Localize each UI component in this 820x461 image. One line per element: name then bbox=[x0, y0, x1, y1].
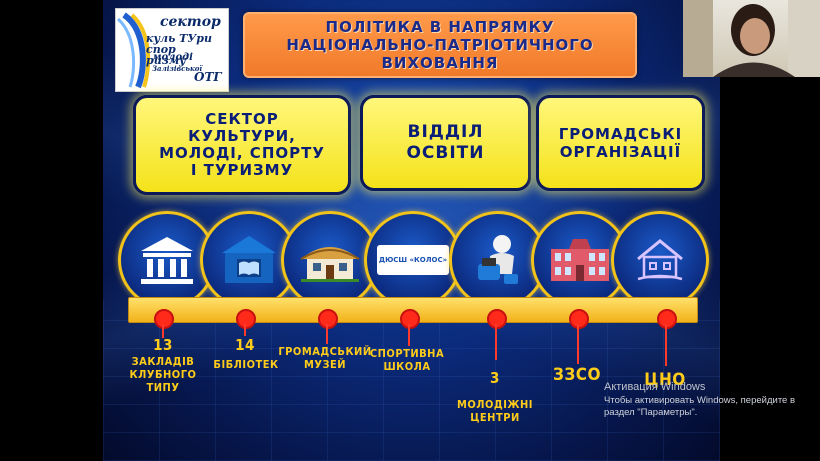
box-education-department: ВІДДІЛ ОСВІТИ bbox=[360, 95, 531, 191]
box-public-organizations: ГРОМАДСЬКІ ОРГАНІЗАЦІЇ bbox=[536, 95, 705, 191]
circle-extracurricular bbox=[611, 211, 709, 309]
windows-activation-message: Чтобы активировать Windows, перейдите в … bbox=[604, 395, 796, 418]
library-building-icon bbox=[222, 236, 276, 283]
youth-center-figure-icon bbox=[478, 235, 518, 284]
label-clubs-count: 13 bbox=[153, 336, 173, 354]
logo-line-3: молоді bbox=[152, 52, 193, 63]
house-book-icon bbox=[637, 239, 683, 281]
label-youth-centers-text: МОЛОДІЖНІ ЦЕНТРИ bbox=[457, 398, 533, 424]
timeline-connector bbox=[162, 324, 164, 338]
webcam-video-feed bbox=[683, 0, 820, 77]
circle-libraries bbox=[200, 211, 298, 309]
timeline-dot bbox=[657, 309, 677, 329]
timeline-dot bbox=[569, 309, 589, 329]
slide-title-box: ПОЛІТИКА В НАПРЯМКУ НАЦІОНАЛЬНО-ПАТРІОТИ… bbox=[243, 12, 637, 78]
logo-line-5: ОТГ bbox=[194, 70, 222, 84]
timeline-connector bbox=[665, 324, 667, 366]
windows-activation-title: Активация Windows bbox=[604, 381, 706, 393]
timeline-connector bbox=[577, 324, 579, 364]
label-sports-school-text: СПОРТИВНА ШКОЛА bbox=[369, 347, 445, 373]
sector-logo: сектор куль ТУри спор ризму молоді Заліз… bbox=[115, 8, 229, 92]
museum-hut-icon bbox=[300, 247, 360, 282]
sports-school-logo-icon: ДЮСШ «КОЛОС» bbox=[377, 245, 449, 275]
timeline-connector bbox=[495, 324, 497, 360]
timeline-connector bbox=[326, 324, 328, 344]
timeline-dot bbox=[318, 309, 338, 329]
box-culture-sector-label: СЕКТОР КУЛЬТУРИ, МОЛОДІ, СПОРТУ І ТУРИЗМ… bbox=[159, 110, 325, 179]
box-education-department-label: ВІДДІЛ ОСВІТИ bbox=[406, 122, 485, 163]
logo-line-1: сектор bbox=[160, 14, 221, 30]
circle-youth-centers bbox=[449, 211, 547, 309]
timeline-dot bbox=[154, 309, 174, 329]
timeline-connector bbox=[408, 324, 410, 346]
timeline-connector bbox=[244, 324, 246, 336]
school-building-icon bbox=[551, 239, 609, 281]
sports-school-logo-text: ДЮСШ «КОЛОС» bbox=[378, 256, 448, 264]
person-silhouette-icon bbox=[683, 0, 820, 77]
box-public-organizations-label: ГРОМАДСЬКІ ОРГАНІЗАЦІЇ bbox=[558, 125, 683, 161]
timeline-dot bbox=[487, 309, 507, 329]
columns-building-icon bbox=[141, 237, 193, 284]
label-libraries-count: 14 bbox=[235, 336, 255, 354]
logo-line-2: куль ТУри спор ризму bbox=[146, 32, 212, 67]
timeline-dot bbox=[236, 309, 256, 329]
label-youth-centers-count: 3 bbox=[490, 369, 500, 387]
circle-sports-school: ДЮСШ «КОЛОС» bbox=[364, 211, 462, 309]
box-culture-sector: СЕКТОР КУЛЬТУРИ, МОЛОДІ, СПОРТУ І ТУРИЗМ… bbox=[133, 95, 351, 195]
presentation-slide: сектор куль ТУри спор ризму молоді Заліз… bbox=[103, 0, 720, 461]
logo-line-4: Залізівської bbox=[152, 64, 203, 73]
label-clubs-text: ЗАКЛАДІВ КЛУБНОГО ТИПУ bbox=[129, 355, 197, 394]
logo-swoosh-icon bbox=[116, 12, 151, 89]
slide-title: ПОЛІТИКА В НАПРЯМКУ НАЦІОНАЛЬНО-ПАТРІОТИ… bbox=[286, 18, 594, 72]
label-schools-text: ЗЗСО bbox=[553, 365, 601, 385]
label-museum-text: ГРОМАДСЬКИЙ МУЗЕЙ bbox=[278, 345, 372, 371]
timeline-dot bbox=[400, 309, 420, 329]
label-libraries-text: БІБЛІОТЕК bbox=[213, 358, 279, 371]
label-extracurricular-text: ЦНО bbox=[644, 370, 686, 390]
